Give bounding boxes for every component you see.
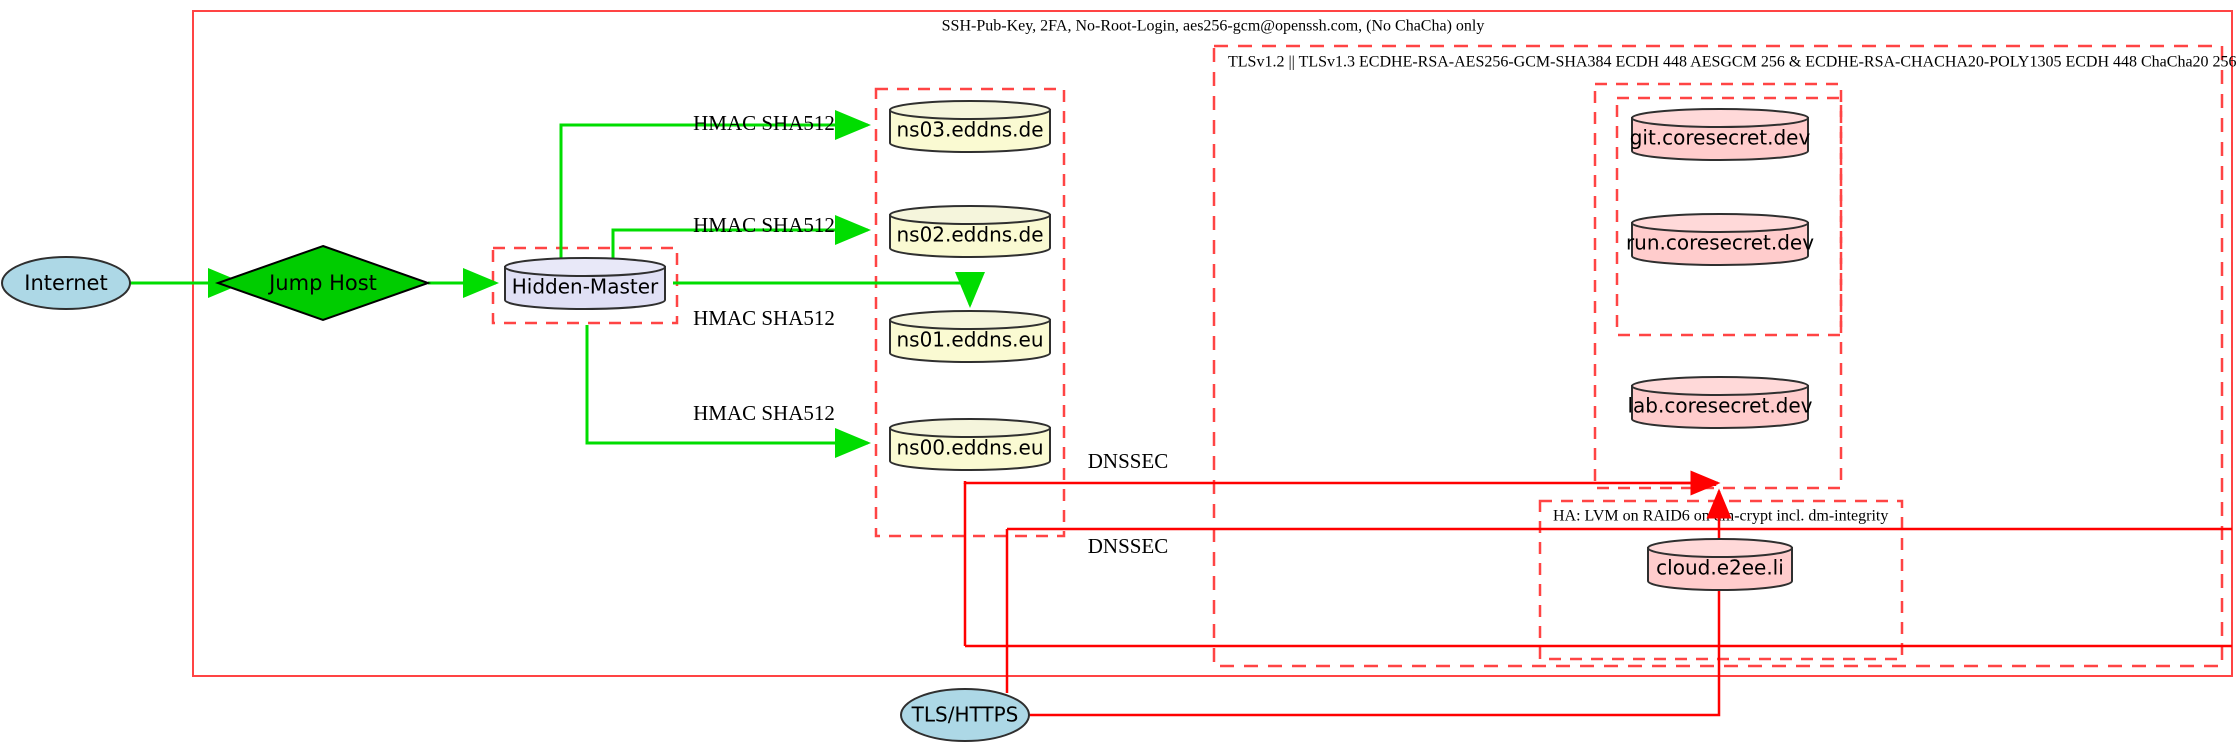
node-jumphost[interactable]: Jump Host	[214, 244, 432, 322]
lab-top	[1631, 376, 1809, 396]
edge-label-hmac-ns00: HMAC SHA512	[693, 401, 835, 425]
edge-label-hmac-ns03: HMAC SHA512	[693, 111, 835, 135]
cloud-top	[1647, 538, 1793, 558]
edge-master-to-ns02	[611, 215, 871, 262]
cluster-ssh-perimeter	[192, 10, 2233, 677]
node-ns03[interactable]: ns03.eddns.de	[889, 100, 1051, 153]
git-top	[1631, 108, 1809, 128]
node-cloud-e2ee[interactable]: cloud.e2ee.li	[1647, 538, 1793, 591]
cluster-coresecret-inner	[1615, 96, 1843, 337]
ns01-body	[889, 319, 1051, 363]
node-internet[interactable]: Internet	[1, 256, 131, 310]
internet-ellipse	[1, 256, 131, 310]
ns03-body	[889, 109, 1051, 153]
hidden-master-label: Hidden-Master	[512, 275, 659, 299]
cluster-tls-perimeter	[1212, 44, 2224, 668]
cluster-coresecret-outer	[1593, 82, 1843, 490]
node-git-coresecret[interactable]: git.coresecret.dev	[1630, 108, 1811, 161]
jumphost-diamond	[214, 244, 432, 322]
ns02-top	[889, 205, 1051, 225]
ns03-top	[889, 100, 1051, 120]
cluster-ha-storage	[1538, 499, 1904, 661]
cluster-hidden-master-zone	[491, 246, 679, 325]
node-run-coresecret[interactable]: run.coresecret.dev	[1626, 213, 1814, 266]
ns00-label: ns00.eddns.eu	[896, 436, 1043, 460]
edge-master-to-ns03	[559, 110, 871, 262]
node-ns02[interactable]: ns02.eddns.de	[889, 205, 1051, 258]
cluster-ha-label: HA: LVM on RAID6 on dm-crypt incl. dm-in…	[1553, 508, 1888, 525]
hidden-master-body	[504, 266, 666, 310]
edge-label-dnssec-upper: DNSSEC	[1088, 449, 1169, 473]
edge-dnssec-upper-path	[965, 481, 1717, 486]
tlshttps-label: TLS/HTTPS	[911, 703, 1019, 727]
git-body	[1631, 117, 1809, 161]
ns02-label: ns02.eddns.de	[896, 223, 1043, 247]
edge-master-to-ns00	[585, 325, 871, 458]
git-label: git.coresecret.dev	[1630, 126, 1811, 150]
edge-master-to-ns01	[673, 272, 985, 308]
cloud-body	[1647, 547, 1793, 591]
run-top	[1631, 213, 1809, 233]
jumphost-label: Jump Host	[267, 271, 377, 295]
node-lab-coresecret[interactable]: lab.coresecret.dev	[1627, 376, 1813, 429]
edge-label-hmac-ns01: HMAC SHA512	[693, 306, 835, 330]
edge-label-hmac-ns02: HMAC SHA512	[693, 213, 835, 237]
edge-label-dnssec-lower: DNSSEC	[1088, 534, 1169, 558]
ns02-body	[889, 214, 1051, 258]
node-ns01[interactable]: ns01.eddns.eu	[889, 310, 1051, 363]
ns00-body	[889, 427, 1051, 471]
ns00-top	[889, 418, 1051, 438]
run-body	[1631, 222, 1809, 266]
lab-label: lab.coresecret.dev	[1627, 394, 1812, 418]
run-label: run.coresecret.dev	[1626, 231, 1814, 255]
node-hidden-master[interactable]: Hidden-Master	[504, 257, 666, 310]
node-tlshttps[interactable]: TLS/HTTPS	[900, 688, 1030, 742]
ns01-label: ns01.eddns.eu	[896, 328, 1043, 352]
cluster-ssh-label: SSH-Pub-Key, 2FA, No-Root-Login, aes256-…	[942, 18, 1485, 35]
tlshttps-ellipse	[900, 688, 1030, 742]
node-ns00[interactable]: ns00.eddns.eu	[889, 418, 1051, 471]
cloud-label: cloud.e2ee.li	[1656, 556, 1784, 580]
ns03-label: ns03.eddns.de	[896, 118, 1043, 142]
cluster-nameserver-zone	[874, 87, 1066, 538]
internet-label: Internet	[24, 271, 107, 295]
ns01-top	[889, 310, 1051, 330]
hidden-master-top	[504, 257, 666, 277]
lab-body	[1631, 385, 1809, 429]
cluster-tls-label: TLSv1.2 || TLSv1.3 ECDHE-RSA-AES256-GCM-…	[1228, 54, 2237, 71]
